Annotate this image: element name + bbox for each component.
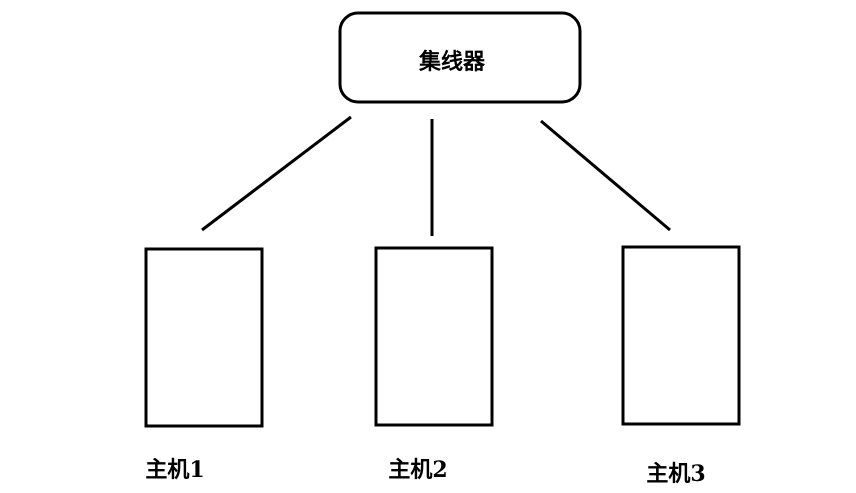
host-label-1: 主机1 [145, 457, 204, 483]
host-node-3: 主机3 [621, 245, 741, 487]
host-node-1: 主机1 [144, 247, 264, 483]
hub-box [338, 11, 582, 104]
hub-label: 集线器 [418, 49, 486, 75]
host-label-2: 主机2 [388, 457, 447, 483]
link-hub-host1 [201, 115, 352, 232]
host-box-1 [144, 247, 264, 428]
link-hub-host3 [540, 119, 671, 232]
host-node-2: 主机2 [374, 246, 494, 483]
host-box-2 [374, 246, 494, 427]
hub-node: 集线器 [338, 11, 582, 104]
host-label-3: 主机3 [646, 461, 705, 487]
host-box-3 [621, 245, 741, 426]
